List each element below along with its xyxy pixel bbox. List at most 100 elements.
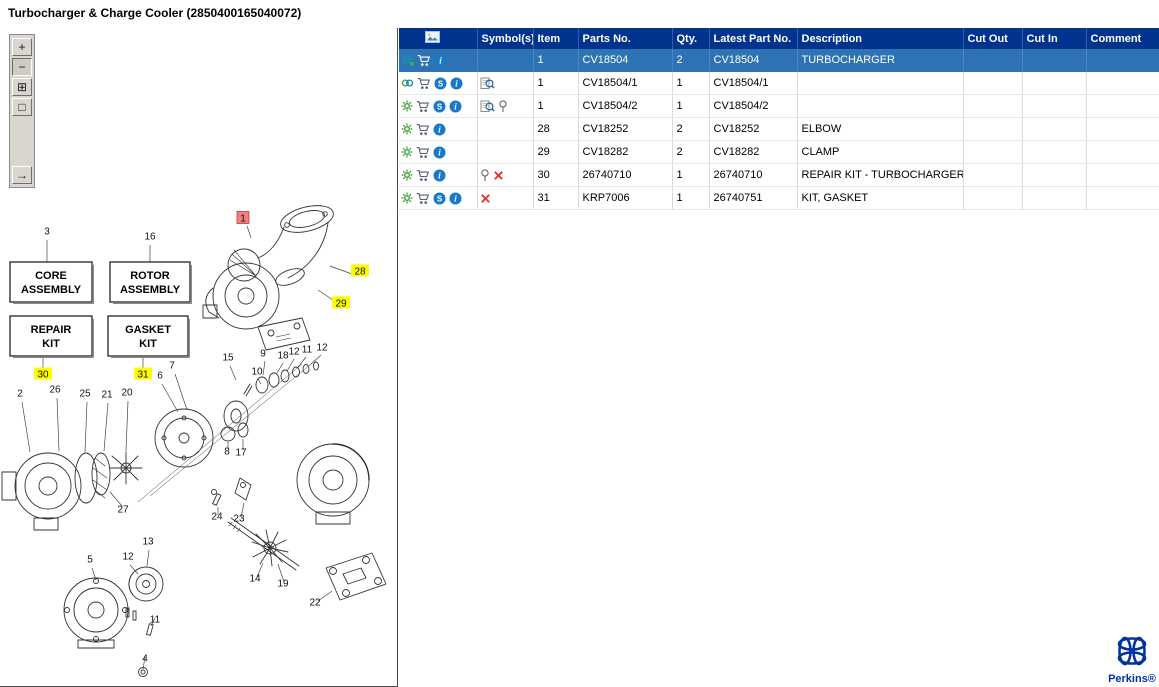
part-callout-number[interactable]: 15 — [222, 353, 234, 364]
illustration-icon[interactable] — [403, 31, 440, 43]
part-callout-number[interactable]: 29 — [335, 299, 347, 310]
callout-highlight — [236, 211, 250, 224]
column-header-symbol-s[interactable]: Symbol(s) — [477, 28, 534, 49]
info-icon[interactable]: i — [450, 77, 463, 90]
cart-icon[interactable] — [416, 100, 430, 113]
column-header-latest-part-no[interactable]: Latest Part No. — [709, 28, 798, 49]
x-icon[interactable] — [480, 193, 491, 204]
view-icon[interactable] — [480, 100, 495, 113]
zoom-out-button[interactable]: − — [12, 58, 32, 76]
part-callout-number[interactable]: 26 — [49, 385, 61, 396]
part-callout-number[interactable]: 12 — [288, 347, 300, 358]
info-icon[interactable]: i — [449, 192, 462, 205]
gear-icon[interactable] — [401, 100, 413, 112]
part-callout-number[interactable]: 22 — [309, 598, 321, 609]
part-callout-number[interactable]: 13 — [142, 537, 154, 548]
part-callout-number[interactable]: 11 — [302, 345, 313, 356]
part-callout-number[interactable]: 27 — [117, 505, 129, 516]
part-callout-number[interactable]: 14 — [249, 574, 261, 585]
column-header-item[interactable]: Item — [533, 28, 579, 49]
column-header-qty[interactable]: Qty. — [672, 28, 710, 49]
part-callout-number[interactable]: 9 — [260, 349, 266, 360]
info-icon[interactable]: i — [433, 146, 446, 159]
column-header-cut-in[interactable]: Cut In — [1022, 28, 1087, 49]
assembly-box[interactable] — [109, 261, 191, 303]
column-header-cut-out[interactable]: Cut Out — [963, 28, 1023, 49]
part-callout-number[interactable]: 2 — [17, 389, 23, 400]
cart-icon[interactable] — [417, 77, 431, 90]
part-callout-number[interactable]: 19 — [277, 579, 289, 590]
part-callout-number[interactable]: 5 — [87, 555, 93, 566]
part-callout-number[interactable]: 10 — [251, 367, 263, 378]
zoom-in-button[interactable]: + — [12, 38, 32, 56]
gear-icon[interactable] — [401, 169, 413, 181]
column-header-comment[interactable]: Comment — [1086, 28, 1159, 49]
assembly-box[interactable] — [9, 315, 93, 357]
cart-icon[interactable] — [416, 192, 430, 205]
cart-icon[interactable] — [416, 169, 430, 182]
balloon-icon[interactable] — [498, 99, 508, 113]
part-callout-number[interactable]: 4 — [142, 654, 148, 665]
part-callout-number[interactable]: 25 — [79, 389, 91, 400]
part-callout-number[interactable]: 20 — [121, 388, 133, 399]
info-icon[interactable]: i — [433, 169, 446, 182]
gear-icon[interactable] — [401, 192, 413, 204]
view-icon[interactable] — [480, 77, 495, 90]
fit-window-button[interactable]: □ — [12, 98, 32, 116]
svg-text:S: S — [437, 194, 443, 203]
x-icon[interactable] — [493, 170, 504, 181]
gear-icon[interactable] — [401, 123, 413, 135]
part-callout-number[interactable]: 7 — [169, 361, 175, 372]
info-icon[interactable]: i — [433, 123, 446, 136]
callout-highlight — [34, 367, 52, 380]
balloon-icon[interactable] — [480, 168, 490, 182]
cut-out-cell — [963, 186, 1023, 210]
machine-icon[interactable] — [401, 54, 414, 66]
symbols-cell — [477, 186, 534, 210]
part-callout-number[interactable]: 1 — [240, 214, 246, 225]
column-header-description[interactable]: Description — [797, 28, 964, 49]
part-callout-number[interactable]: 21 — [101, 390, 113, 401]
column-header-icons[interactable] — [399, 28, 478, 49]
part-callout-number[interactable]: 24 — [211, 512, 223, 523]
info-icon[interactable]: i — [449, 100, 462, 113]
part-callout-number[interactable]: 31 — [137, 370, 149, 381]
cart-icon[interactable] — [416, 146, 430, 159]
s-icon[interactable]: S — [434, 77, 447, 90]
cart-icon[interactable] — [417, 54, 431, 67]
cart-icon[interactable] — [416, 123, 430, 136]
part-callout-number[interactable]: 28 — [354, 267, 366, 278]
comment-cell — [1086, 163, 1159, 187]
s-icon[interactable]: S — [433, 192, 446, 205]
part-callout-number[interactable]: 6 — [157, 371, 163, 382]
assembly-box[interactable] — [107, 315, 189, 357]
info-icon[interactable]: i — [434, 54, 447, 67]
part-callout-number[interactable]: 12 — [316, 343, 328, 354]
part-callout-number[interactable]: 18 — [277, 351, 289, 362]
part-callout-number[interactable]: 8 — [224, 447, 230, 458]
assembly-box[interactable] — [9, 261, 93, 303]
part-callout-number[interactable]: 3 — [44, 227, 50, 238]
part-callout-number[interactable]: 12 — [122, 552, 134, 563]
callout-highlight — [351, 264, 369, 277]
svg-text:i: i — [439, 55, 442, 65]
column-header-parts-no[interactable]: Parts No. — [578, 28, 673, 49]
part-callout-number[interactable]: 30 — [37, 370, 49, 381]
s-icon[interactable]: S — [433, 100, 446, 113]
collapse-panel-button[interactable]: → — [12, 166, 32, 184]
part-callout-number[interactable]: 17 — [235, 448, 247, 459]
links-icon[interactable] — [401, 77, 414, 89]
part-callout-number[interactable]: 11 — [150, 615, 161, 626]
part-callout-number[interactable]: 23 — [233, 514, 245, 525]
gear-icon[interactable] — [401, 146, 413, 158]
multi-window-button[interactable]: ⊞ — [12, 78, 32, 96]
part-callout-number[interactable]: 16 — [144, 232, 156, 243]
